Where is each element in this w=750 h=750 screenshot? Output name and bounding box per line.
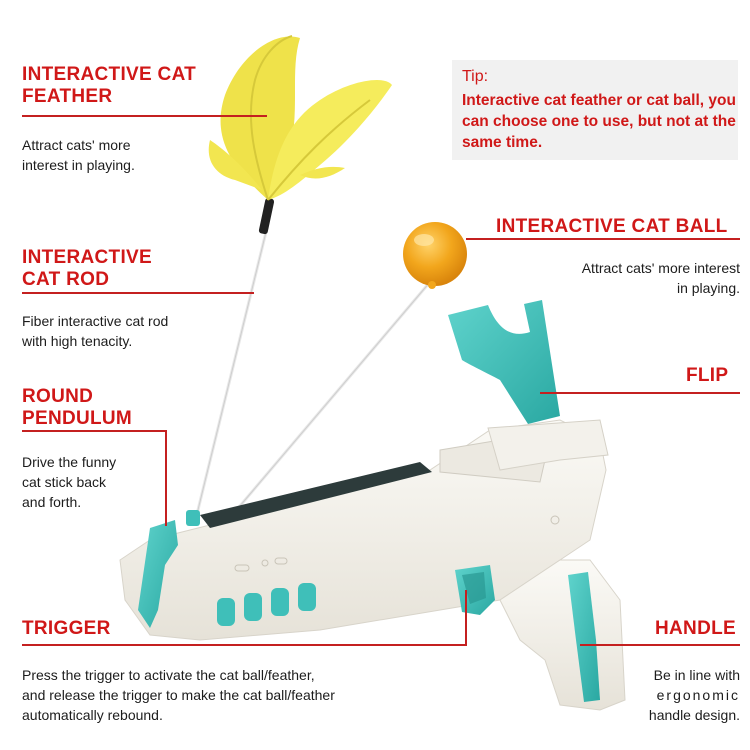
feather-description: Attract cats' more interest in playing. — [22, 135, 135, 175]
ball-callout-line — [466, 238, 740, 240]
body-button — [244, 593, 262, 621]
cat-feather — [208, 35, 392, 201]
body-button — [217, 598, 235, 626]
pendulum-desc-line2: cat stick back — [22, 474, 107, 490]
pendulum-housing — [138, 520, 178, 628]
rod-heading: INTERACTIVE CAT ROD — [22, 247, 152, 291]
handle-description: Be in line with ergonomic handle design. — [600, 665, 740, 725]
rod-description: Fiber interactive cat rod with high tena… — [22, 311, 168, 351]
tip-box: Tip: Interactive cat feather or cat ball… — [452, 60, 738, 160]
rod-desc-line1: Fiber interactive cat rod — [22, 313, 169, 329]
ball-desc-line1: Attract cats' more interest — [581, 260, 740, 276]
handle-desc-line3: handle design. — [648, 707, 740, 723]
pendulum-desc-line3: and forth. — [22, 494, 82, 510]
tip-title: Tip: — [462, 68, 489, 85]
pendulum-desc-line1: Drive the funny — [22, 454, 117, 470]
body-button — [298, 583, 316, 611]
ball-heading: INTERACTIVE CAT BALL — [496, 216, 728, 237]
body-button — [271, 588, 289, 616]
ball-description: Attract cats' more interest in playing. — [500, 258, 740, 298]
trigger-desc-line1: Press the trigger to activate the cat ba… — [22, 667, 315, 683]
flip-callout-line — [540, 392, 740, 394]
pendulum-heading-line1: ROUND — [22, 386, 94, 407]
ball-desc-line2: in playing. — [676, 280, 740, 296]
flip-bracket — [448, 300, 560, 424]
cat-ball — [403, 222, 467, 286]
feather-callout-line — [22, 115, 267, 117]
trigger-desc-line2: and release the trigger to make the cat … — [22, 687, 335, 703]
handle-callout-line — [580, 644, 740, 646]
pendulum-callout-line-vertical — [165, 430, 167, 526]
tip-body: Interactive cat feather or cat ball, you… — [462, 92, 736, 151]
feather-heading: INTERACTIVE CAT FEATHER — [22, 64, 196, 108]
pendulum-callout-line — [22, 430, 167, 432]
pendulum-description: Drive the funny cat stick back and forth… — [22, 452, 116, 512]
feather-desc-line1: Attract cats' more — [22, 137, 131, 153]
trigger-desc-line3: automatically rebound. — [22, 707, 163, 723]
trigger-callout-line — [22, 644, 467, 646]
rod-desc-line2: with high tenacity. — [22, 333, 133, 349]
round-pendulum — [186, 510, 200, 526]
handle-heading: HANDLE — [655, 618, 736, 639]
flip-heading: FLIP — [686, 365, 729, 386]
pendulum-heading-line2: PENDULUM — [22, 408, 133, 429]
feather-heading-line2: FEATHER — [22, 86, 113, 107]
trigger-heading: TRIGGER — [22, 618, 111, 639]
feather-ferrule — [258, 198, 275, 235]
handle-desc-line1: Be in line with — [653, 667, 740, 683]
rod-callout-line — [22, 292, 254, 294]
rod-heading-line1: INTERACTIVE — [22, 247, 152, 268]
feather-desc-line2: interest in playing. — [22, 157, 135, 173]
pendulum-heading: ROUND PENDULUM — [22, 386, 132, 430]
handle-desc-line2: ergonomic — [656, 687, 740, 703]
feather-heading-line1: INTERACTIVE CAT — [22, 64, 197, 85]
rod-heading-line2: CAT ROD — [22, 269, 110, 290]
trigger-description: Press the trigger to activate the cat ba… — [22, 665, 335, 725]
trigger-callout-line-vertical — [465, 590, 467, 646]
